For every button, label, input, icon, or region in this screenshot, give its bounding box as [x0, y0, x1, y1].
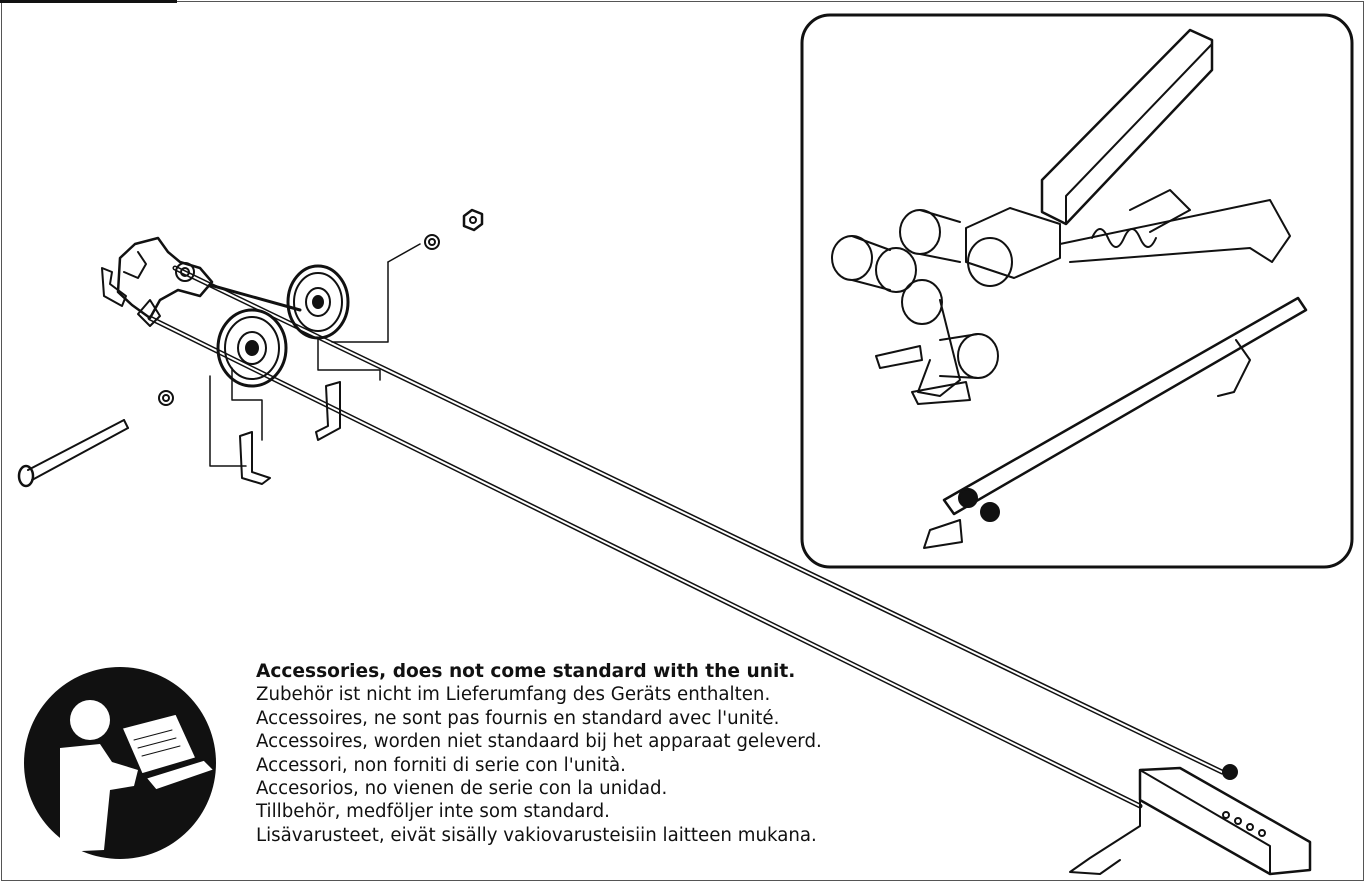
- notice-line-fr: Accessoires, ne sont pas fournis en stan…: [256, 707, 780, 729]
- bolt-and-nuts: [17, 208, 484, 488]
- page-tab-mark: [0, 0, 177, 3]
- cable-rods: [147, 265, 1225, 809]
- notice-line-nl: Accessoires, worden niet standaard bij h…: [256, 731, 822, 753]
- accessories-notice: Accessories, does not come standard with…: [256, 660, 1016, 847]
- overview-inset: [800, 13, 1354, 569]
- pulley-wheel-right: [286, 264, 350, 340]
- l-brackets: [239, 381, 341, 485]
- leader-lines: [209, 243, 421, 467]
- rail-end-base: [1069, 764, 1312, 876]
- pulley-bracket: [101, 236, 214, 327]
- notice-line-de: Zubehör ist nicht im Lieferumfang des Ge…: [256, 684, 771, 706]
- notice-headline: Accessories, does not come standard with…: [256, 661, 796, 682]
- pulley-wheel-left: [216, 308, 288, 388]
- notice-line-it: Accessori, non forniti di serie con l'un…: [256, 754, 626, 776]
- notice-line-es: Accesorios, no vienen de serie con la un…: [256, 778, 668, 800]
- notice-line-fi: Lisävarusteet, eivät sisälly vakiovarust…: [256, 824, 817, 846]
- notice-line-sv: Tillbehör, medföljer inte som standard.: [256, 801, 610, 823]
- read-manual-icon: [24, 667, 216, 859]
